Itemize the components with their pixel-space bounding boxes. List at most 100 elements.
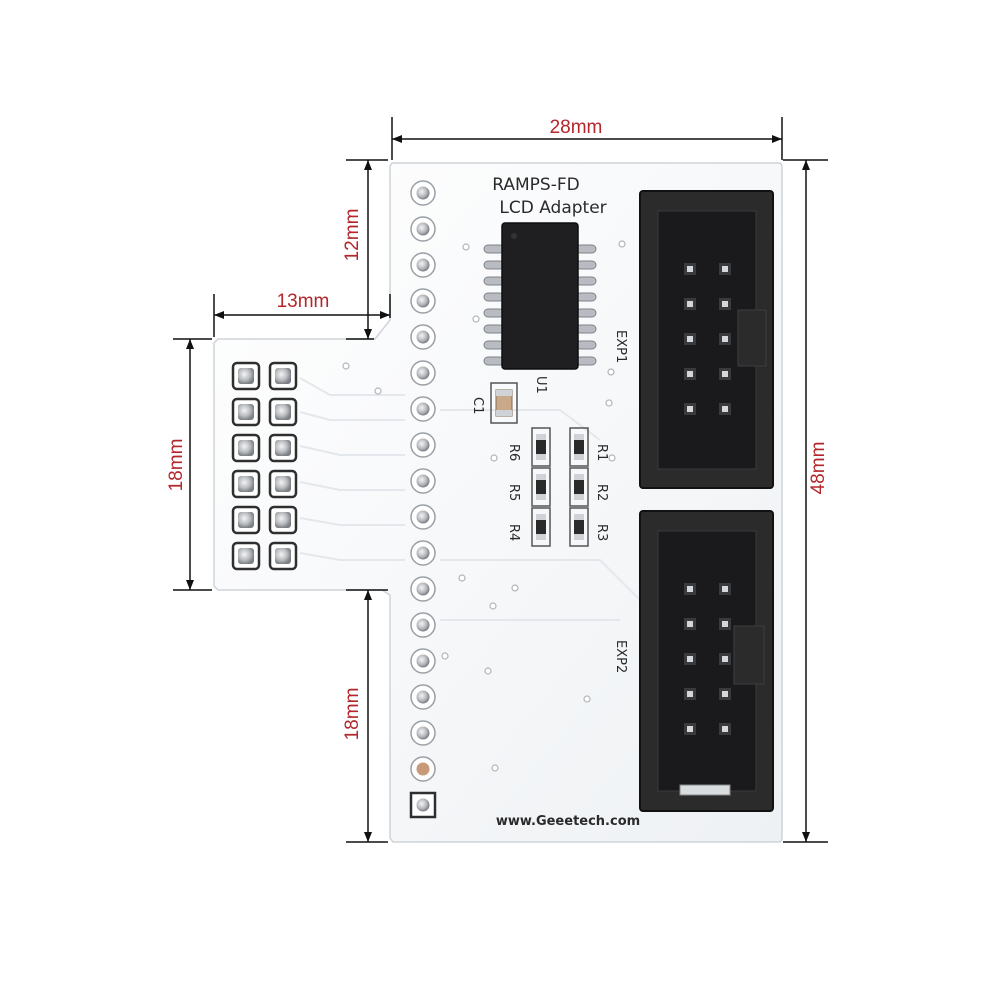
pin-hole [410, 648, 436, 674]
pin-hole [410, 576, 436, 602]
dimension-arrows [186, 135, 810, 842]
resistor [531, 427, 551, 467]
resistor-column-right [569, 427, 589, 547]
pin-hole [410, 432, 436, 458]
via [458, 574, 466, 582]
resistor-r3-label: R3 [594, 524, 609, 541]
dimension-height-right: 48mm [808, 442, 829, 495]
ic-leg [575, 340, 597, 350]
capacitor-c1 [490, 382, 518, 424]
pin-hole [410, 252, 436, 278]
header-pin [684, 688, 696, 700]
ic-u1-label: U1 [533, 376, 548, 394]
resistor-r5-label: R5 [506, 484, 521, 501]
board-title-line1: RAMPS-FD [492, 175, 579, 195]
pin-hole [410, 720, 436, 746]
ic-leg [575, 276, 597, 286]
ic-leg [483, 244, 505, 254]
ic-leg [575, 308, 597, 318]
header-pin [684, 583, 696, 595]
ic-leg [483, 324, 505, 334]
pin-hole [410, 324, 436, 350]
wing-pad [268, 397, 298, 427]
wing-pad [231, 505, 261, 535]
connector-exp1 [639, 190, 774, 489]
ic-leg [575, 292, 597, 302]
ic-leg [483, 340, 505, 350]
ic-leg [483, 292, 505, 302]
dimension-offset-left: 13mm [277, 291, 330, 312]
resistor-r6-label: R6 [506, 444, 521, 461]
via [489, 602, 497, 610]
header-pin [719, 333, 731, 345]
header-pin [684, 403, 696, 415]
ic-leg [483, 356, 505, 366]
header-pin [719, 723, 731, 735]
wing-pad [231, 361, 261, 391]
resistor [531, 467, 551, 507]
wing-pad [268, 433, 298, 463]
resistor [569, 427, 589, 467]
ic-leg [575, 260, 597, 270]
via [462, 243, 470, 251]
pin-hole [410, 288, 436, 314]
via [618, 240, 626, 248]
connector-exp2-label: EXP2 [613, 640, 628, 673]
wing-pad [231, 397, 261, 427]
capacitor-c1-label: C1 [470, 397, 485, 414]
via [484, 667, 492, 675]
header-pin [684, 723, 696, 735]
wing-pad-array [231, 361, 298, 571]
via [608, 454, 616, 462]
pin-hole [410, 504, 436, 530]
header-pin [719, 688, 731, 700]
resistor-r4-label: R4 [506, 524, 521, 541]
ic-leg [575, 244, 597, 254]
header-pin [719, 263, 731, 275]
via [342, 362, 350, 370]
ic-leg [483, 276, 505, 286]
pin-hole [410, 684, 436, 710]
via-dots [342, 240, 626, 772]
pin-hole [410, 540, 436, 566]
via [607, 368, 615, 376]
via [605, 399, 613, 407]
header-pin [684, 298, 696, 310]
wing-pad [231, 433, 261, 463]
board-title-line2: LCD Adapter [499, 198, 606, 218]
header-pin [719, 403, 731, 415]
header-pin [684, 263, 696, 275]
pin-hole [410, 756, 436, 782]
header-pin [684, 653, 696, 665]
pin-hole [410, 612, 436, 638]
header-pin [684, 618, 696, 630]
dimension-width-top: 28mm [550, 117, 603, 138]
pin-hole [410, 180, 436, 206]
dimension-height-wing: 18mm [166, 439, 187, 492]
wing-pad [268, 361, 298, 391]
header-pin [719, 618, 731, 630]
pin-hole [410, 468, 436, 494]
resistor [531, 507, 551, 547]
wing-pad [268, 469, 298, 499]
resistor [569, 467, 589, 507]
header-pin [684, 333, 696, 345]
resistor [569, 507, 589, 547]
dimension-height-top-left: 12mm [342, 209, 363, 262]
wing-pad [231, 541, 261, 571]
dimension-height-bottom-left: 18mm [342, 688, 363, 741]
ic-leg [483, 308, 505, 318]
pin-hole [410, 360, 436, 386]
pin-hole [410, 216, 436, 242]
connector-exp1-label: EXP1 [613, 330, 628, 363]
via [491, 764, 499, 772]
pin-header-column [409, 180, 437, 819]
ic-leg [575, 324, 597, 334]
pin-hole [409, 791, 437, 819]
resistor-r2-label: R2 [594, 484, 609, 501]
connector-exp2 [639, 510, 774, 812]
header-pin [719, 298, 731, 310]
via [441, 652, 449, 660]
header-pin [719, 368, 731, 380]
